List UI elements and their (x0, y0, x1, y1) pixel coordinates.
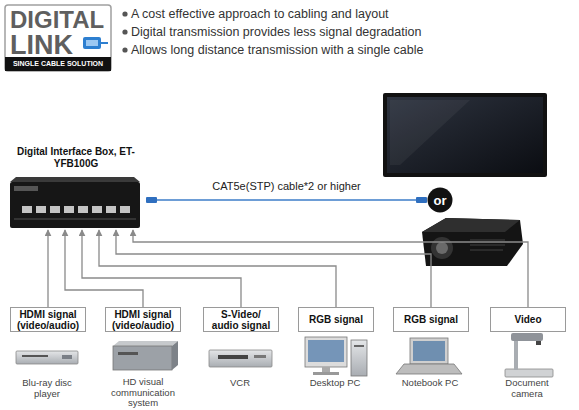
signal-name: RGB signal (397, 314, 465, 325)
connector (48, 230, 49, 307)
cable-icon (83, 37, 108, 49)
document-camera (505, 333, 553, 377)
connector (146, 197, 427, 203)
signal-box: RGB signal (393, 307, 469, 332)
logo (5, 5, 111, 71)
device-caption: Blu-ray disc player (15, 378, 79, 399)
logo-frame (5, 5, 111, 71)
device-caption: Notebook PC (395, 378, 465, 389)
or-text: or (434, 194, 447, 207)
bullet-text: Digital transmission provides less signa… (131, 23, 421, 41)
flat-display (383, 93, 547, 177)
device-heading: Digital Interface Box, ET-YFB100G (16, 146, 136, 170)
connector (133, 230, 528, 307)
signal-name: HDMI signal (video/audio) (109, 309, 177, 331)
bullet-text: Allows long distance transmission with a… (131, 41, 424, 59)
connector-line (146, 199, 427, 201)
device-caption: Desktop PC (300, 378, 370, 389)
signal-box: HDMI signal (video/audio) (10, 307, 86, 332)
signal-name: S-Video/ audio signal (207, 309, 275, 331)
bullet-text: A cost effective approach to cabling and… (131, 5, 389, 23)
connector (65, 230, 143, 307)
logo-bar (5, 57, 111, 71)
cable-plug (416, 197, 427, 203)
bluray-player (16, 351, 78, 364)
vcr (209, 350, 272, 367)
signal-name: RGB signal (302, 314, 370, 325)
bullet-dots (122, 11, 127, 52)
signal-box: Video (490, 307, 566, 332)
logo-word: LINK (10, 31, 73, 59)
device-caption: Document camera (499, 378, 555, 399)
signal-box: S-Video/ audio signal (203, 307, 279, 332)
cable-plug (146, 197, 157, 203)
signal-box: RGB signal (298, 307, 374, 332)
connector-line (133, 230, 528, 307)
cable-label: CAT5e(STP) cable*2 or higher (212, 180, 360, 192)
signal-name: Video (494, 314, 562, 325)
interface-box: Digital Interface Box, ET-YFB100G (6, 146, 146, 230)
connector-line (47, 230, 48, 307)
device-caption: HD visual communication system (107, 377, 179, 409)
hd-communication-unit (113, 341, 178, 370)
desktop-pc (305, 337, 367, 376)
logo-tagline: SINGLE CABLE SOLUTION (5, 58, 111, 70)
logo-word: DIGITAL (10, 7, 104, 33)
connector-line (65, 230, 143, 307)
notebook-pc (396, 338, 462, 374)
signal-name: HDMI signal (video/audio) (14, 309, 82, 331)
device-caption: VCR (210, 378, 270, 389)
interface-device (10, 177, 140, 228)
signal-box: HDMI signal (video/audio) (105, 307, 181, 332)
or-circle: or (427, 187, 453, 213)
